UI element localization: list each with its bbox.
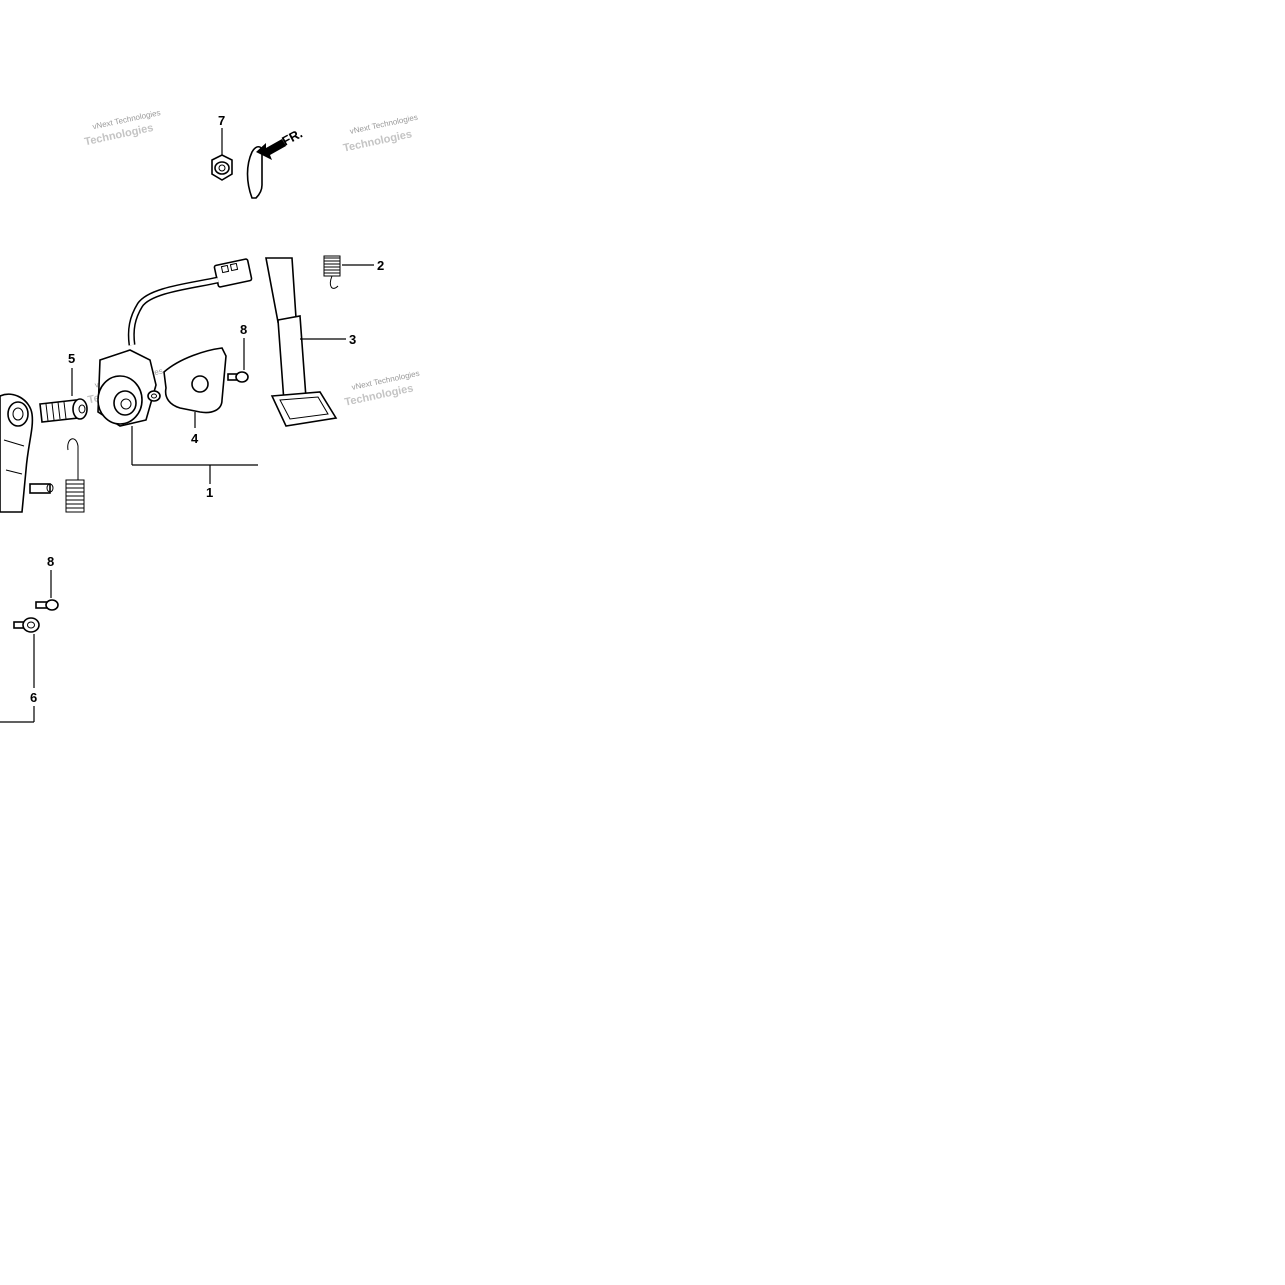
spring-part-2: 2 bbox=[323, 255, 384, 289]
front-direction-arrow: FR. bbox=[256, 126, 305, 160]
callout-1: 1 bbox=[206, 485, 213, 500]
bolt-part-8-upper: 8 bbox=[227, 322, 249, 383]
large-spring bbox=[65, 438, 85, 513]
callout-6: 6 bbox=[30, 690, 37, 705]
flange-nut-part-7 bbox=[211, 128, 233, 181]
stand-bracket-arm bbox=[0, 393, 54, 513]
side-stand-switch-part-1: 1 bbox=[97, 258, 258, 500]
watermark-1: vNext Technologies Technologies bbox=[83, 108, 161, 148]
callout-8-lower: 8 bbox=[47, 554, 54, 569]
bolt-part-6: 6 bbox=[0, 617, 40, 723]
callout-2: 2 bbox=[377, 258, 384, 273]
watermark-4: vNext Technologies Technologies bbox=[343, 369, 420, 409]
bolt-part-8-lower: 8 bbox=[35, 554, 59, 611]
callout-7: 7 bbox=[218, 113, 225, 128]
switch-cover-part-4: 4 bbox=[163, 347, 227, 446]
callout-8-upper: 8 bbox=[240, 322, 247, 337]
side-stand-part-3: 3 bbox=[265, 257, 356, 427]
pivot-bolt-part-5: 5 bbox=[39, 351, 88, 423]
frame-bracket bbox=[246, 145, 263, 199]
callout-3: 3 bbox=[349, 332, 356, 347]
callout-5: 5 bbox=[68, 351, 75, 366]
callout-4: 4 bbox=[191, 431, 199, 446]
watermark-2: vNext Technologies Technologies bbox=[342, 113, 418, 155]
